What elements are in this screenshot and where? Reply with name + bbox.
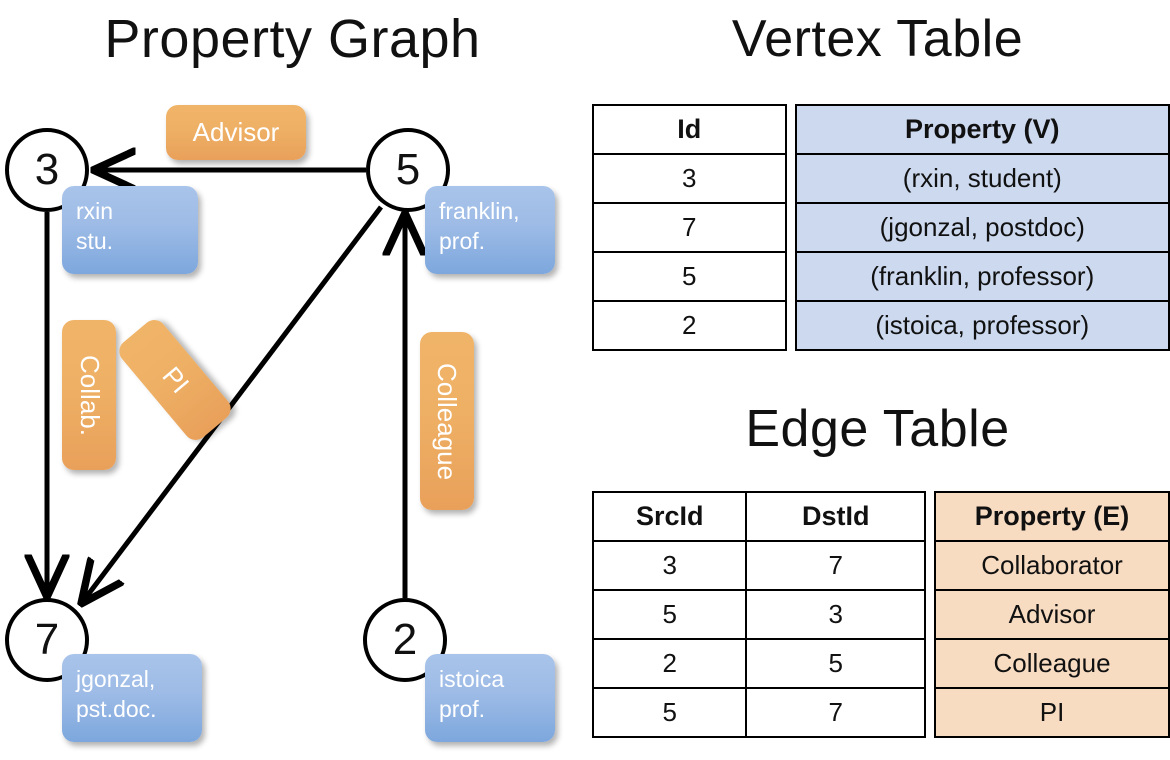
cell-vertex-id: 2: [592, 300, 787, 351]
vertex-property-line-1: istoica: [439, 666, 505, 692]
table-header-row: Id: [592, 104, 787, 155]
table-header-row: Property (V): [794, 104, 1170, 155]
table-row: Collaborator: [934, 540, 1170, 591]
table-header-row: Property (E): [934, 491, 1170, 542]
cell-edge-dst: 7: [745, 687, 927, 738]
edge-property-callout-collab: Collab.: [62, 320, 116, 470]
edge-table: SrcId DstId 3 7 5 3 2 5 5 7: [591, 491, 1170, 738]
edge-property-callout-colleague: Colleague: [420, 332, 474, 510]
cell-edge-dst: 5: [745, 638, 927, 689]
vertex-property-callout-7: jgonzal, pst.doc.: [62, 654, 202, 742]
cell-edge-src: 3: [591, 540, 748, 591]
table-row: (rxin, student): [794, 153, 1170, 204]
edge-table-property-column: Property (E) Collaborator Advisor Collea…: [934, 491, 1170, 738]
page-title-edge-table: Edge Table: [745, 400, 1010, 458]
vertex-property-line-1: franklin,: [439, 198, 520, 224]
cell-vertex-id: 3: [592, 153, 787, 204]
vertex-property-line-2: prof.: [439, 696, 486, 722]
property-graph-diagram: 3 5 7 2 rxin stu. franklin, prof. jgonza…: [5, 105, 555, 742]
cell-vertex-id: 7: [592, 202, 787, 253]
table-row: Colleague: [934, 638, 1170, 689]
cell-edge-property: Colleague: [934, 638, 1170, 689]
cell-vertex-property: (rxin, student): [794, 153, 1170, 204]
vertex-table-id-column: Id 3 7 5 2: [592, 104, 787, 351]
cell-edge-dst: 3: [745, 589, 927, 640]
vertex-property-callout-5: franklin, prof.: [425, 186, 555, 274]
table-row: 5 3: [591, 589, 927, 640]
cell-edge-property: PI: [934, 687, 1170, 738]
column-header-dstid: DstId: [745, 491, 927, 542]
vertex-property-line-2: prof.: [439, 228, 486, 254]
vertex-property-callout-2: istoica prof.: [425, 654, 555, 742]
vertex-property-line-2: pst.doc.: [76, 696, 157, 722]
edge-property-callout-advisor: Advisor: [166, 105, 306, 160]
cell-edge-dst: 7: [745, 540, 927, 591]
cell-edge-src: 5: [591, 687, 748, 738]
column-header-property-v: Property (V): [794, 104, 1170, 155]
cell-vertex-property: (jgonzal, postdoc): [794, 202, 1170, 253]
vertex-property-line-1: rxin: [76, 198, 114, 224]
edge-property-label: Advisor: [192, 117, 280, 147]
table-row: 7: [592, 202, 787, 253]
cell-edge-src: 5: [591, 589, 748, 640]
edge-property-label: Colleague: [432, 362, 463, 480]
cell-edge-src: 2: [591, 638, 748, 689]
table-row: 3 7: [591, 540, 927, 591]
cell-edge-property: Advisor: [934, 589, 1170, 640]
cell-vertex-id: 5: [592, 251, 787, 302]
table-row: PI: [934, 687, 1170, 738]
vertex-property-line-1: jgonzal,: [76, 666, 156, 692]
vertex-property-callout-3: rxin stu.: [62, 186, 198, 274]
graph-node-2[interactable]: 2: [363, 598, 447, 682]
table-row: 2: [592, 300, 787, 351]
edge-property-callout-pi: PI: [114, 315, 236, 445]
table-header-row: SrcId DstId: [591, 491, 927, 542]
cell-vertex-property: (franklin, professor): [794, 251, 1170, 302]
edge-property-label: Collab.: [74, 354, 105, 436]
column-header-id: Id: [592, 104, 787, 155]
table-row: (istoica, professor): [794, 300, 1170, 351]
cell-edge-property: Collaborator: [934, 540, 1170, 591]
vertex-table-property-column: Property (V) (rxin, student) (jgonzal, p…: [794, 104, 1170, 351]
table-row: Advisor: [934, 589, 1170, 640]
edge-property-label: PI: [155, 360, 195, 399]
graph-node-5[interactable]: 5: [366, 128, 450, 212]
edge-table-src-dst-columns: SrcId DstId 3 7 5 3 2 5 5 7: [591, 491, 927, 738]
table-row: (jgonzal, postdoc): [794, 202, 1170, 253]
column-header-srcid: SrcId: [591, 491, 748, 542]
table-row: (franklin, professor): [794, 251, 1170, 302]
column-header-property-e: Property (E): [934, 491, 1170, 542]
cell-vertex-property: (istoica, professor): [794, 300, 1170, 351]
table-row: 5 7: [591, 687, 927, 738]
vertex-property-line-2: stu.: [76, 228, 114, 254]
page-title-vertex-table: Vertex Table: [731, 10, 1024, 68]
table-row: 2 5: [591, 638, 927, 689]
table-row: 3: [592, 153, 787, 204]
table-row: 5: [592, 251, 787, 302]
page-title-property-graph: Property Graph: [104, 9, 481, 69]
vertex-table: Id 3 7 5 2 Property (V) (rxin,: [592, 104, 1170, 351]
